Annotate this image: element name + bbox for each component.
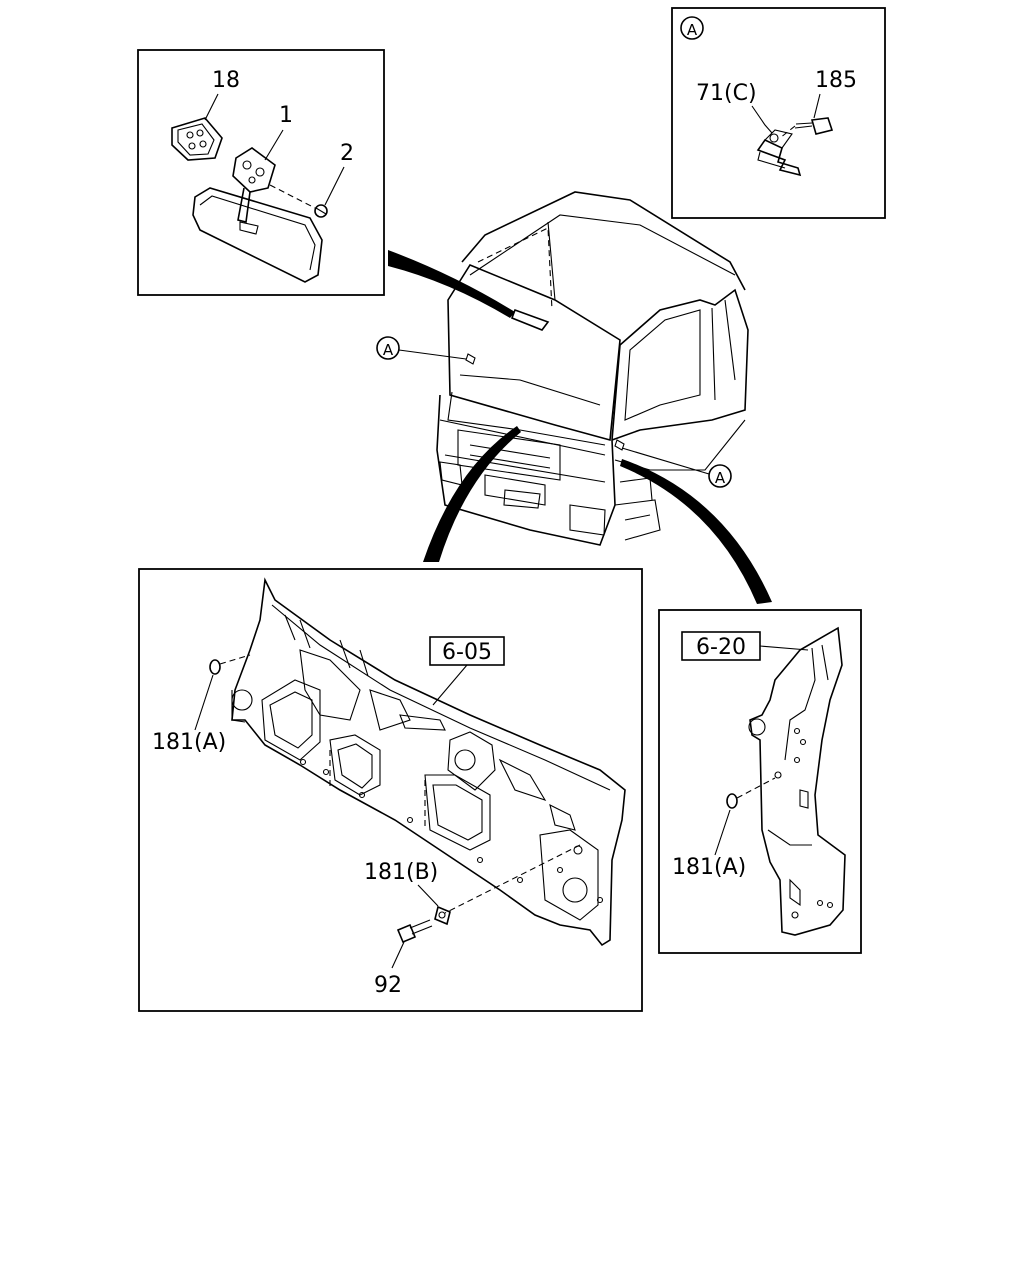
mirror-screw	[269, 184, 328, 218]
ref-box-6-05: 6-05	[429, 636, 505, 706]
side-panel-detail-box: 6-20 181(A)	[658, 609, 862, 954]
leader-arc-side-panel	[620, 459, 772, 604]
svg-text:6-20: 6-20	[696, 635, 746, 660]
plug-181b	[434, 905, 451, 926]
truck-cab-drawing	[436, 191, 749, 546]
clip-detail-box-a: A 71(C) 185	[671, 7, 886, 219]
leader-arc-mirror	[388, 250, 515, 318]
bolt-92	[396, 919, 433, 944]
ref-box-6-20: 6-20	[681, 631, 809, 661]
side-pillar-panel	[748, 626, 846, 936]
callout-2: 2	[340, 141, 354, 166]
callout-181b: 181(B)	[364, 860, 438, 885]
plug-181a-side	[726, 793, 738, 809]
rear-view-mirror	[192, 187, 323, 283]
callout-181a-front: 181(A)	[152, 730, 226, 755]
ref-a-left-callout: A	[376, 336, 467, 360]
callout-1: 1	[279, 103, 293, 128]
callout-18: 18	[212, 68, 240, 93]
mirror-pad	[171, 117, 223, 161]
mirror-detail-box: 18 1 2	[137, 49, 385, 296]
callout-185: 185	[815, 68, 857, 93]
callout-92: 92	[374, 973, 402, 998]
svg-text:6-05: 6-05	[442, 640, 492, 665]
svg-text:A: A	[687, 21, 698, 39]
front-panel-detail-box: 6-05 181(A) 181(B) 92	[138, 568, 643, 1012]
ref-a-right-callout: A	[621, 447, 732, 488]
svg-text:A: A	[383, 341, 394, 359]
plug-181a-front	[209, 659, 221, 675]
clip-71c	[756, 129, 802, 177]
callout-181a-side: 181(A)	[672, 855, 746, 880]
callout-71c: 71(C)	[696, 81, 757, 106]
leader-arc-front-panel	[423, 426, 521, 562]
svg-text:A: A	[715, 469, 726, 487]
dash-panel	[231, 577, 626, 947]
bolt-185	[779, 117, 834, 139]
